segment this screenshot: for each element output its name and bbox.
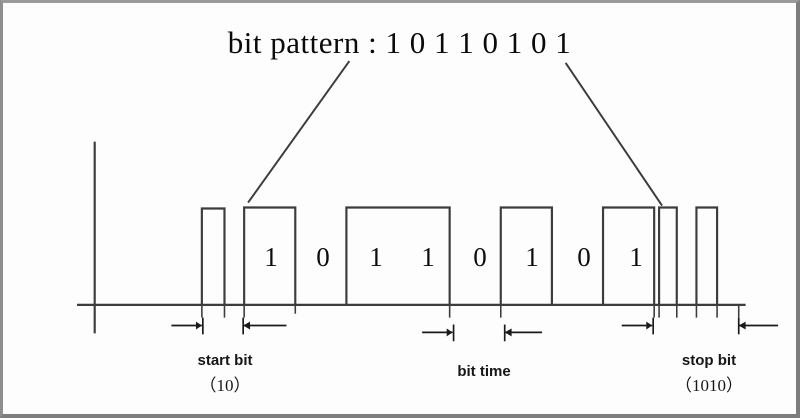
dimension-stop-bit [621, 317, 779, 335]
pulse-stop-bit-a [657, 206, 678, 305]
waveform-svg [76, 60, 779, 342]
dimension-bit-time [422, 324, 543, 342]
waveform-digit: 1 [264, 242, 278, 272]
pulse-bit-8 [601, 206, 656, 305]
baseline-ticks [201, 304, 740, 318]
start-bit-value: （10） [199, 376, 251, 395]
start-bit-label: start bit [197, 352, 253, 369]
waveform-digit: 1 [525, 242, 539, 272]
dimension-data-start [242, 317, 287, 335]
waveform-digit: 1 [629, 242, 643, 272]
pulse-bit-6 [499, 206, 553, 305]
waveform-digit: 1 [369, 242, 383, 272]
figure-title: bit pattern : 1 0 1 1 0 1 0 1 [227, 25, 572, 60]
waveform-digit: 0 [577, 242, 591, 272]
leader-line-left [247, 60, 351, 204]
waveform-digit: 0 [473, 242, 487, 272]
waveform-digit: 0 [316, 242, 330, 272]
stop-bit-label: stop bit [681, 352, 737, 369]
waveform-digit: 1 [421, 242, 435, 272]
stop-bit-value: （1010） [675, 376, 743, 395]
leader-line-right [564, 62, 663, 207]
pulse-start-bit [200, 207, 226, 305]
pulse-stop-bit-b [695, 206, 719, 305]
dimension-start-bit [171, 317, 204, 335]
pulse-bit-3-4 [345, 206, 451, 305]
bit-time-label: bit time [457, 363, 511, 380]
pulse-bit-1 [243, 206, 297, 305]
